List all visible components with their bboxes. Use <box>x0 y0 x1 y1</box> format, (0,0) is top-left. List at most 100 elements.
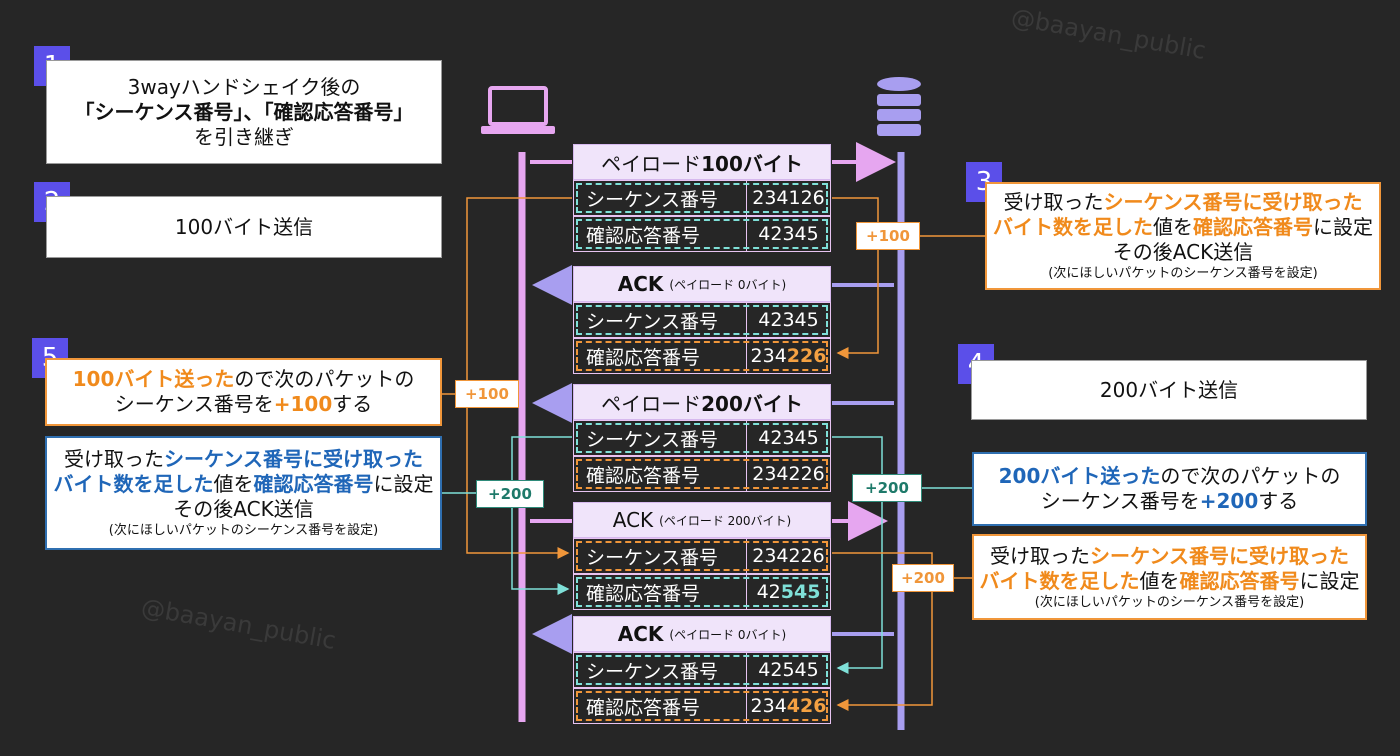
left-ack-mid: 値を <box>213 472 254 496</box>
packet-2-head-small: (ペイロード 0バイト) <box>669 277 787 292</box>
packet-4-ack-pre: 42 <box>756 581 781 603</box>
increment-tag: +100 <box>856 222 920 250</box>
right-ack-hl2: バイト数を足した <box>979 568 1140 593</box>
step-3-mid: 値を <box>1153 215 1193 239</box>
seq-label: シーケンス番号 <box>574 181 747 215</box>
packet-4-head-pre: ACK <box>612 508 654 532</box>
step-1-line1: 3wayハンドシェイク後の <box>127 74 361 99</box>
step-5-text: ので次のパケットの <box>234 367 415 391</box>
packet-4-seq-value: 234226 <box>752 545 825 567</box>
packet-3-ack-row: 確認応答番号 234226 <box>573 456 831 492</box>
right-200-text: ので次のパケットの <box>1160 464 1341 488</box>
step-3-hl1: シーケンス番号に受け取った <box>1103 190 1363 214</box>
seq-label: シーケンス番号 <box>574 539 747 573</box>
step-2-box: 100バイト送信 <box>46 196 442 258</box>
right-ack-hl3: 確認応答番号 <box>1179 568 1300 593</box>
ack-label: 確認応答番号 <box>574 689 747 723</box>
step-1-box: 3wayハンドシェイク後の 「シーケンス番号」、「確認応答番号」 を引き継ぎ <box>46 60 442 164</box>
left-ack-post: に設定 <box>373 472 434 496</box>
packet-1-head-pre: ペイロード <box>601 151 702 176</box>
step-3-hl3: 確認応答番号 <box>1193 215 1313 239</box>
packet-3-head-pre: ペイロード <box>601 391 702 416</box>
packet-5-seq-value: 42545 <box>758 659 819 681</box>
left-ack-hl3: 確認応答番号 <box>253 472 374 496</box>
ack-label: 確認応答番号 <box>574 457 747 491</box>
packet-5-head-bold: ACK <box>617 622 664 646</box>
packet-3-ack-value: 234226 <box>752 463 825 485</box>
step-3-line3: その後ACK送信 <box>1112 240 1254 264</box>
step-3-hl2: バイト数を足した <box>993 215 1153 239</box>
ack-label: 確認応答番号 <box>574 339 747 373</box>
step-4-box: 200バイト送信 <box>971 360 1367 420</box>
step-1-line3: を引き継ぎ <box>194 124 294 149</box>
packet-5-ack-hl: 426 <box>786 695 827 717</box>
packet-4-ack-hl: 545 <box>780 581 821 603</box>
packet-2-ack-pre: 234 <box>750 345 787 367</box>
left-ack-hl1: シーケンス番号に受け取った <box>164 447 423 471</box>
packet-2-header: ACK (ペイロード 0バイト) <box>573 266 831 302</box>
increment-tag: +200 <box>852 474 922 502</box>
step-3-post: に設定 <box>1313 215 1373 239</box>
step-1-line2: 「シーケンス番号」、「確認応答番号」 <box>74 99 414 124</box>
right-200-line2b: する <box>1258 489 1299 513</box>
step-5-line2a: シーケンス番号を <box>114 392 274 416</box>
left-ack-pre: 受け取った <box>64 447 164 471</box>
packet-1-ack-row: 確認応答番号 42345 <box>573 216 831 252</box>
packet-2-seq-row: シーケンス番号 42345 <box>573 302 831 338</box>
packet-3-head-bold: 200バイト <box>701 391 803 416</box>
seq-label: シーケンス番号 <box>574 421 747 455</box>
step-5-highlight: 100バイト送った <box>72 367 235 391</box>
increment-tag: +200 <box>892 564 954 592</box>
packet-1-head-bold: 100バイト <box>701 151 803 176</box>
ack-label: 確認応答番号 <box>574 217 747 251</box>
database-icon <box>877 77 921 136</box>
packet-5-header: ACK (ペイロード 0バイト) <box>573 616 831 652</box>
laptop-icon <box>481 86 555 134</box>
step-3-pre: 受け取った <box>1003 190 1104 214</box>
packet-3-seq-value: 42345 <box>758 427 819 449</box>
right-ack-note: (次にほしいパケットのシーケンス番号を設定) <box>1034 594 1305 610</box>
packet-1-ack-value: 42345 <box>758 223 819 245</box>
step-5-line2-highlight: +100 <box>273 392 333 416</box>
right-200-line2a: シーケンス番号を <box>1040 489 1200 513</box>
step-2-text: 100バイト送信 <box>174 214 314 239</box>
packet-4-head-small: (ペイロード 200バイト) <box>659 513 792 528</box>
increment-tag: +200 <box>476 480 544 508</box>
step-5-box: 100バイト送ったので次のパケットの シーケンス番号を+100する <box>45 358 442 426</box>
step-5-line2b: する <box>332 392 373 416</box>
packet-1-seq-row: シーケンス番号 234126 <box>573 180 831 216</box>
packet-1-header: ペイロード 100バイト <box>573 144 831 180</box>
right-200-line2-highlight: +200 <box>1199 489 1259 513</box>
seq-label: シーケンス番号 <box>574 303 747 337</box>
packet-3-header: ペイロード 200バイト <box>573 384 831 420</box>
right-ack-pre: 受け取った <box>990 543 1090 568</box>
right-ack-mid: 値を <box>1139 568 1180 593</box>
right-ack-hl1: シーケンス番号に受け取った <box>1090 543 1349 568</box>
step-4-text: 200バイト送信 <box>1099 377 1239 402</box>
ack-label: 確認応答番号 <box>574 575 747 609</box>
increment-tag: +100 <box>455 380 519 408</box>
right-200-highlight: 200バイト送った <box>998 464 1161 488</box>
left-ack-box: 受け取ったシーケンス番号に受け取った バイト数を足した値を確認応答番号に設定 そ… <box>45 436 442 550</box>
right-ack-post: に設定 <box>1299 568 1360 593</box>
packet-2-head-bold: ACK <box>617 272 664 296</box>
right-ack-box: 受け取ったシーケンス番号に受け取った バイト数を足した値を確認応答番号に設定 (… <box>972 534 1367 620</box>
packet-5-seq-row: シーケンス番号 42545 <box>573 652 831 688</box>
packet-4-seq-row: シーケンス番号 234226 <box>573 538 831 574</box>
packet-2-ack-hl: 226 <box>786 345 827 367</box>
seq-label: シーケンス番号 <box>574 653 747 687</box>
packet-2-seq-value: 42345 <box>758 309 819 331</box>
packet-4-header: ACK (ペイロード 200バイト) <box>573 502 831 538</box>
left-ack-note: (次にほしいパケットのシーケンス番号を設定) <box>108 523 379 538</box>
packet-5-ack-pre: 234 <box>750 695 787 717</box>
right-200-box: 200バイト送ったので次のパケットの シーケンス番号を+200する <box>972 452 1367 526</box>
step-3-box: 受け取ったシーケンス番号に受け取った バイト数を足した値を確認応答番号に設定 そ… <box>985 182 1381 290</box>
packet-5-head-small: (ペイロード 0バイト) <box>669 627 787 642</box>
left-ack-line3: その後ACK送信 <box>173 497 314 521</box>
